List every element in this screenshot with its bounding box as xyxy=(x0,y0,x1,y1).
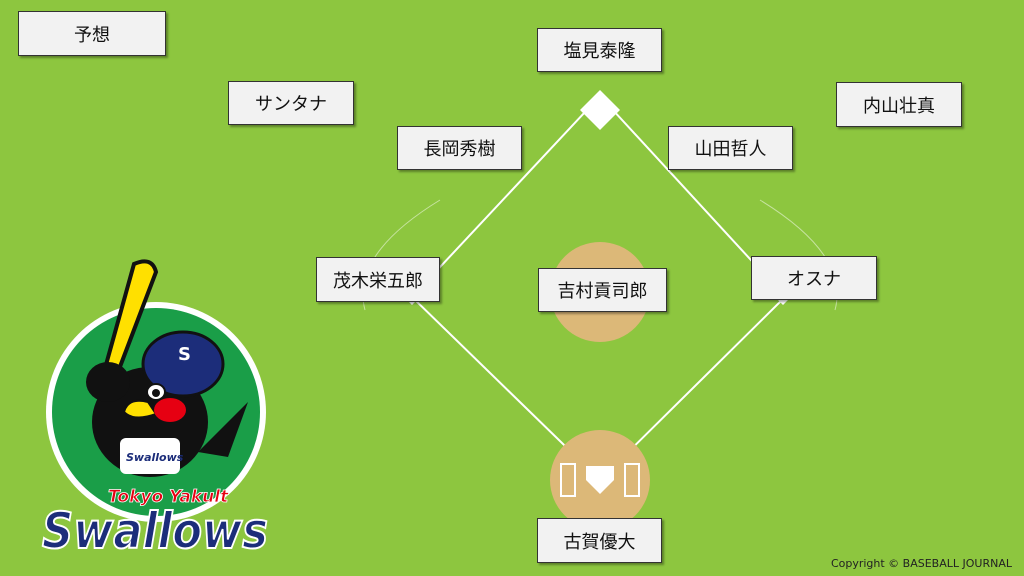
first-base-player: オスナ xyxy=(787,269,841,290)
catcher-player: 古賀優大 xyxy=(563,531,636,553)
left-field-box: サンタナ xyxy=(228,81,354,125)
second-base-player: 山田哲人 xyxy=(694,139,767,160)
batters-box-right xyxy=(624,463,640,497)
pitcher-player: 吉村貢司郎 xyxy=(557,281,648,302)
copyright-text: Copyright © BASEBALL JOURNAL xyxy=(830,557,1012,570)
beak-icon xyxy=(122,399,158,419)
center-field-box: 塩見泰隆 xyxy=(537,28,662,72)
helmet-icon xyxy=(141,330,225,398)
third-base-player: 茂木栄五郎 xyxy=(333,270,423,292)
second-base xyxy=(580,90,620,130)
title-box: 予想 xyxy=(18,11,166,56)
uniform-icon xyxy=(120,438,180,474)
right-field-player: 内山壮真 xyxy=(863,95,935,117)
title-label: 予想 xyxy=(74,24,110,46)
home-plate xyxy=(586,466,614,494)
first-base-box: オスナ xyxy=(751,256,877,300)
logo-line1: Tokyo Yakult xyxy=(108,487,229,507)
uniform-text: Swallows xyxy=(126,451,184,464)
cap-mark: S xyxy=(178,344,191,365)
shortstop-box: 長岡秀樹 xyxy=(397,126,522,170)
batters-box-left xyxy=(560,463,576,497)
team-logo: S Swallows Tokyo Yakult Swallows xyxy=(41,259,269,561)
logo-line2: Swallows xyxy=(42,502,268,560)
shortstop-player: 長岡秀樹 xyxy=(423,139,496,160)
right-field-box: 内山壮真 xyxy=(836,82,962,127)
catcher-box: 古賀優大 xyxy=(537,518,662,563)
third-base-box: 茂木栄五郎 xyxy=(316,257,440,302)
pitcher-box: 吉村貢司郎 xyxy=(538,268,667,312)
left-field-player: サンタナ xyxy=(255,94,327,115)
center-field-player: 塩見泰隆 xyxy=(563,41,636,62)
second-base-box: 山田哲人 xyxy=(668,126,793,170)
